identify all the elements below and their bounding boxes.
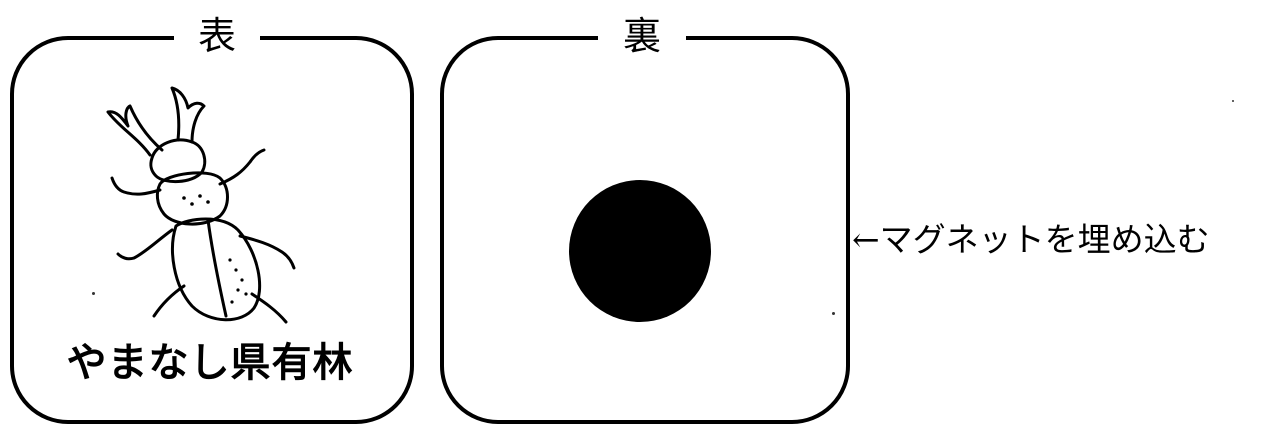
- scan-speck: [1232, 100, 1234, 102]
- scan-speck: [832, 312, 835, 315]
- magnet-annotation: ←マグネットを埋め込む: [852, 216, 1210, 264]
- back-card-title: 裏: [598, 4, 686, 68]
- stag-beetle-icon: [80, 80, 330, 330]
- front-card-title: 表: [174, 4, 260, 68]
- scan-speck: [92, 292, 95, 295]
- magnet-dot-icon: [569, 180, 711, 322]
- front-card-caption: やまなし県有林: [30, 330, 390, 388]
